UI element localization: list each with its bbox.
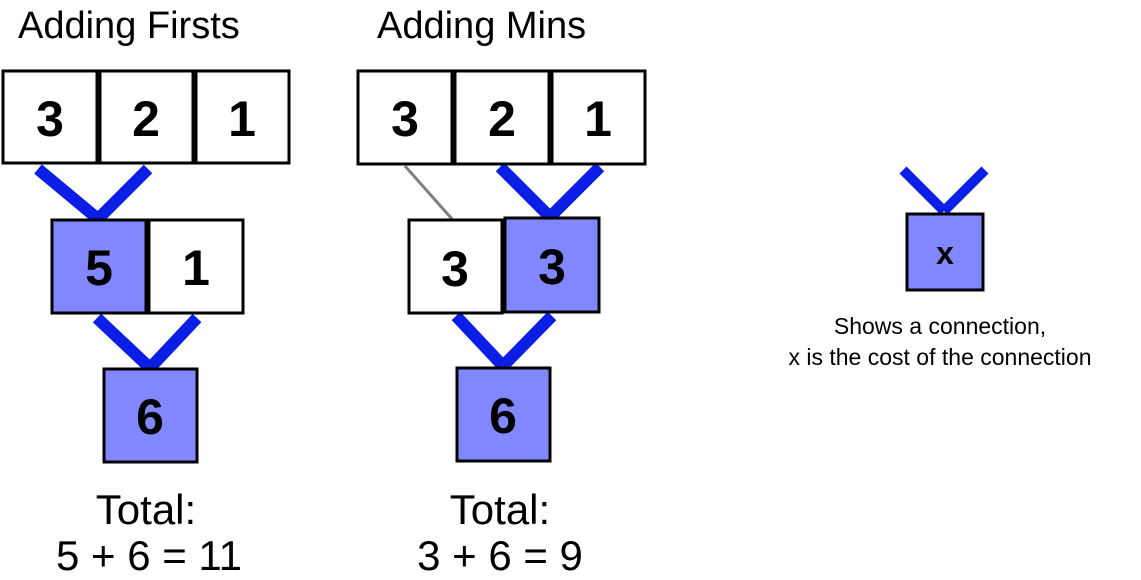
middle-middle-value-2: 3	[538, 239, 566, 295]
left-connection-top	[34, 164, 153, 224]
middle-middle-box-1: 3	[407, 218, 504, 315]
middle-middle-box-2: 3	[503, 216, 601, 314]
legend-box-label: x	[936, 235, 954, 271]
middle-middle-value-1: 3	[441, 241, 469, 297]
left-bottom-value: 6	[136, 389, 164, 445]
legend-caption-line-2: x is the cost of the connection	[788, 344, 1092, 370]
middle-top-box-1: 3	[356, 69, 454, 166]
left-middle-value-2: 1	[182, 240, 210, 296]
middle-thin-link	[403, 165, 454, 220]
left-middle-box-1: 5	[50, 218, 148, 315]
left-top-value-3: 1	[228, 91, 256, 147]
middle-total-expression: 3 + 6 = 9	[417, 532, 583, 579]
left-bottom-box: 6	[102, 367, 199, 464]
left-diagram: 3 2 1 5 1 6	[1, 69, 291, 464]
legend-connection	[899, 166, 989, 215]
left-total-label: Total:	[95, 486, 197, 533]
middle-title: Adding Mins	[377, 5, 587, 47]
middle-top-value-1: 3	[391, 91, 419, 147]
left-connection-bottom	[92, 313, 202, 373]
middle-top-box-2: 2	[453, 69, 551, 166]
left-middle-box-2: 1	[147, 218, 245, 315]
left-top-value-1: 3	[36, 91, 64, 147]
left-top-box-3: 1	[194, 69, 291, 165]
legend-symbol: x	[899, 166, 989, 292]
middle-top-box-3: 1	[550, 69, 647, 166]
middle-connection-top	[495, 162, 605, 222]
legend-box: x	[905, 212, 985, 292]
left-top-box-2: 2	[98, 69, 195, 165]
middle-top-value-2: 2	[488, 91, 516, 147]
middle-bottom-box: 6	[455, 366, 552, 463]
left-middle-value-1: 5	[85, 240, 113, 296]
middle-diagram: 3 2 1 3 3 6	[356, 69, 647, 463]
left-top-box-1: 3	[1, 69, 99, 165]
middle-total-label: Total:	[449, 486, 551, 533]
middle-top-value-3: 1	[584, 91, 612, 147]
middle-bottom-value: 6	[489, 388, 517, 444]
left-title: Adding Firsts	[18, 5, 240, 47]
left-total-expression: 5 + 6 = 11	[55, 532, 243, 579]
middle-connection-bottom	[451, 311, 557, 371]
legend-caption-line-1: Shows a connection,	[833, 313, 1047, 339]
left-top-value-2: 2	[132, 91, 160, 147]
